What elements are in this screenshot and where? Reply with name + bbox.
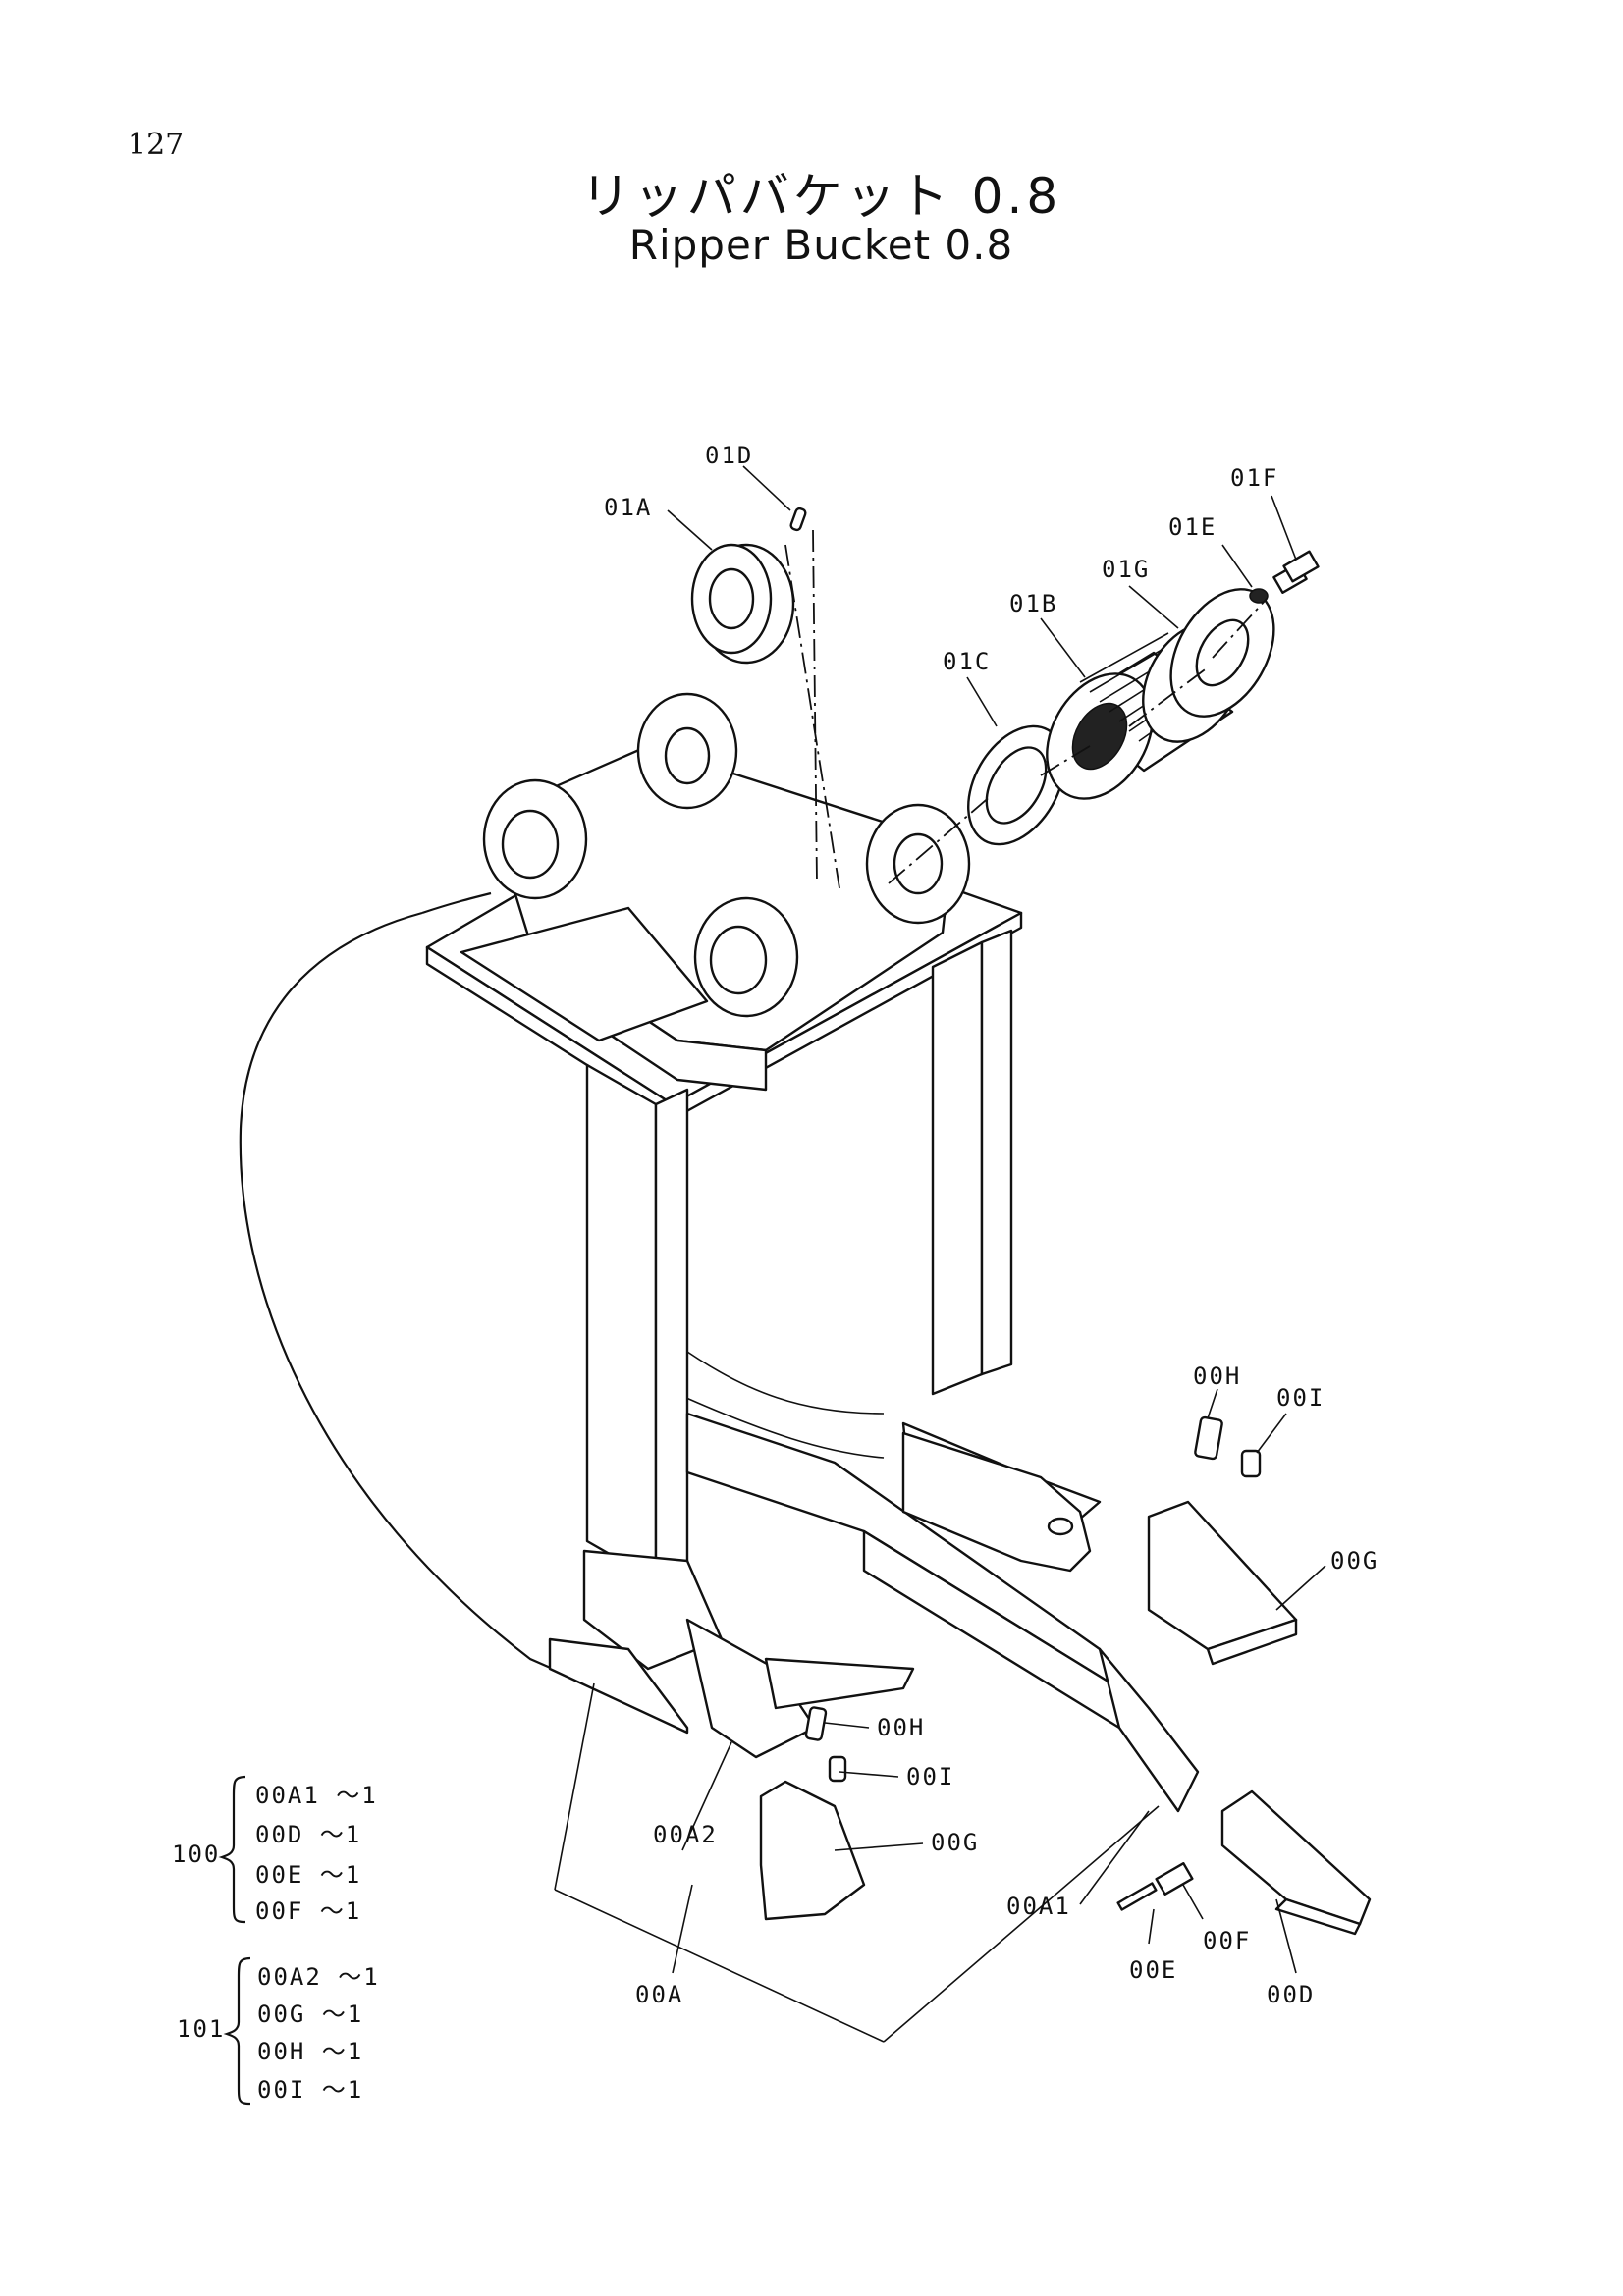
bucket-shell <box>239 911 688 1730</box>
callout-00A2: 00A2 <box>653 1821 718 1848</box>
set-100: 100 00A1 ～1 00D ～1 00E ～1 00F ～1 <box>172 1775 378 1925</box>
set-100-item-2: 00D ～1 <box>255 1821 361 1848</box>
callout-00I-right: 00I <box>1276 1384 1325 1412</box>
part-00I-pin-left <box>828 1755 847 1783</box>
title-english: Ripper Bucket 0.8 <box>628 221 1014 269</box>
set-100-item-1: 00A1 ～1 <box>255 1782 378 1809</box>
part-00E-retainer-front <box>1116 1882 1158 1911</box>
set-101: 101 00A2 ～1 00G ～1 00H ～1 00I ～1 <box>177 1956 380 2106</box>
part-00I-pin-right <box>1240 1449 1262 1478</box>
part-00D-tooth-front <box>1220 1789 1372 1936</box>
title-japanese: リッパバケット 0.8 <box>580 168 1062 225</box>
part-00H-lock-left <box>804 1706 828 1741</box>
part-00H-lock-right <box>1194 1415 1223 1461</box>
callout-01G: 01G <box>1102 556 1150 583</box>
callout-00E: 00E <box>1129 1956 1177 1984</box>
callout-00H-right: 00H <box>1193 1362 1241 1390</box>
callout-00A: 00A <box>635 1981 683 2008</box>
set-100-item-4: 00F ～1 <box>255 1897 361 1925</box>
bucket-boss <box>460 692 971 1092</box>
part-01D-pin <box>789 507 807 532</box>
part-01E-washer <box>1249 588 1269 604</box>
set-101-item-3: 00H ～1 <box>257 2038 363 2065</box>
part-00F-pin-front <box>1155 1862 1194 1896</box>
shank-tip-right <box>901 1431 1092 1573</box>
callout-01B: 01B <box>1009 590 1057 617</box>
set-101-id: 101 <box>177 2015 225 2043</box>
set-100-item-3: 00E ～1 <box>255 1861 361 1889</box>
set-101-item-1: 00A2 ～1 <box>257 1963 380 1991</box>
part-00G-tooth-right <box>1147 1500 1298 1666</box>
part-01A-bushing <box>690 543 795 665</box>
callout-00F: 00F <box>1203 1927 1251 1954</box>
set-101-item-2: 00G ～1 <box>257 2001 363 2028</box>
part-01F-bolt <box>1272 550 1320 594</box>
part-01C-ring <box>967 724 1065 846</box>
leader-lines <box>554 465 1326 2043</box>
callout-01A: 01A <box>604 494 652 521</box>
callout-00D: 00D <box>1267 1981 1315 2008</box>
set-101-item-4: 00I ～1 <box>257 2076 363 2104</box>
side-shank-left <box>548 1549 915 1759</box>
callout-00H-left: 00H <box>877 1714 925 1741</box>
callout-00I-left: 00I <box>906 1763 954 1790</box>
bucket-left-post <box>585 1063 689 1582</box>
bucket-right-post <box>931 929 1013 1396</box>
callout-01C: 01C <box>943 648 991 675</box>
part-00G-tooth-left <box>759 1780 866 1921</box>
callout-01F: 01F <box>1230 464 1278 492</box>
callout-01D: 01D <box>705 442 753 469</box>
set-100-id: 100 <box>172 1841 220 1868</box>
callout-01E: 01E <box>1168 513 1217 541</box>
callout-00G-left: 00G <box>931 1829 979 1856</box>
callout-00A1: 00A1 <box>1006 1893 1071 1920</box>
callout-00G-right: 00G <box>1330 1547 1379 1575</box>
page-number: 127 <box>128 128 185 162</box>
